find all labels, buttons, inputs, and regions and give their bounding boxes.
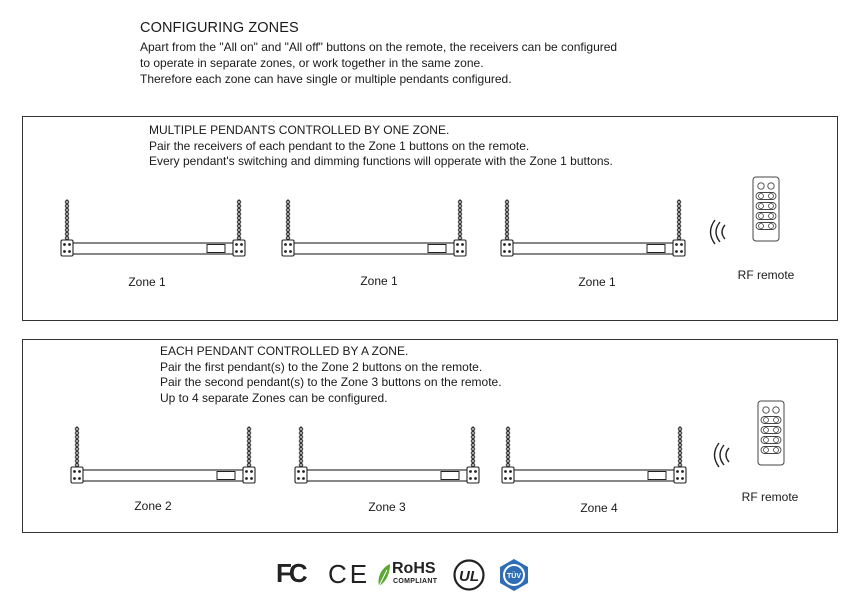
panel-text: MULTIPLE PENDANTS CONTROLLED BY ONE ZONE… <box>149 123 613 170</box>
certification-logos: FC CE RoHS COMPLIANT UL TÜV <box>276 556 536 594</box>
ce-logo: CE <box>328 559 371 589</box>
pendant-illustration <box>274 197 474 267</box>
rf-remote-label: RF remote <box>737 268 795 282</box>
zone-label: Zone 1 <box>578 275 616 289</box>
zone-label: Zone 2 <box>134 499 172 513</box>
leaf-icon <box>378 564 390 587</box>
tuv-text: TÜV <box>507 571 521 580</box>
panel-text: EACH PENDANT CONTROLLED BY A ZONE. Pair … <box>160 344 502 406</box>
rohs-text: RoHS <box>392 560 436 577</box>
rohs-subtext: COMPLIANT <box>393 578 438 585</box>
remote-icon <box>750 176 782 244</box>
intro-section: CONFIGURING ZONES Apart from the "All on… <box>140 20 760 87</box>
zone-label: Zone 3 <box>368 500 406 514</box>
pendant-illustration <box>494 424 694 494</box>
wireless-signal-icon <box>713 442 733 468</box>
intro-line: Apart from the "All on" and "All off" bu… <box>140 40 618 54</box>
remote-icon <box>755 400 787 468</box>
section-line: Pair the receivers of each pendant to th… <box>149 138 530 153</box>
section-title: MULTIPLE PENDANTS CONTROLLED BY ONE ZONE… <box>149 123 450 137</box>
each-pendant-panel: EACH PENDANT CONTROLLED BY A ZONE. Pair … <box>22 339 838 533</box>
intro-line: to operate in separate zones, or work to… <box>140 56 484 70</box>
zone-label: Zone 1 <box>128 275 166 289</box>
pendant-illustration <box>493 197 693 267</box>
zone-label: Zone 4 <box>580 501 618 515</box>
tuv-logo: TÜV <box>496 557 532 598</box>
pendant-illustration <box>287 424 487 494</box>
section-line: Up to 4 separate Zones can be configured… <box>160 390 388 405</box>
multiple-pendants-panel: MULTIPLE PENDANTS CONTROLLED BY ONE ZONE… <box>22 116 838 321</box>
pendant-illustration <box>53 197 253 267</box>
section-line: Pair the first pendant(s) to the Zone 2 … <box>160 359 483 374</box>
pendant-illustration <box>63 424 263 494</box>
wireless-signal-icon <box>709 219 729 245</box>
page-title: CONFIGURING ZONES <box>140 20 299 36</box>
section-line: Every pendant's switching and dimming fu… <box>149 154 613 168</box>
zone-label: Zone 1 <box>360 274 398 288</box>
fcc-logo: FC <box>276 558 308 588</box>
ul-logo: UL <box>452 558 486 597</box>
rf-remote-label: RF remote <box>741 490 799 504</box>
section-title: EACH PENDANT CONTROLLED BY A ZONE. <box>160 344 409 358</box>
rohs-logo: RoHS COMPLIANT <box>376 560 440 590</box>
section-line: Pair the second pendant(s) to the Zone 3… <box>160 375 502 389</box>
ul-text: UL <box>459 568 479 585</box>
intro-line: Therefore each zone can have single or m… <box>140 72 512 86</box>
